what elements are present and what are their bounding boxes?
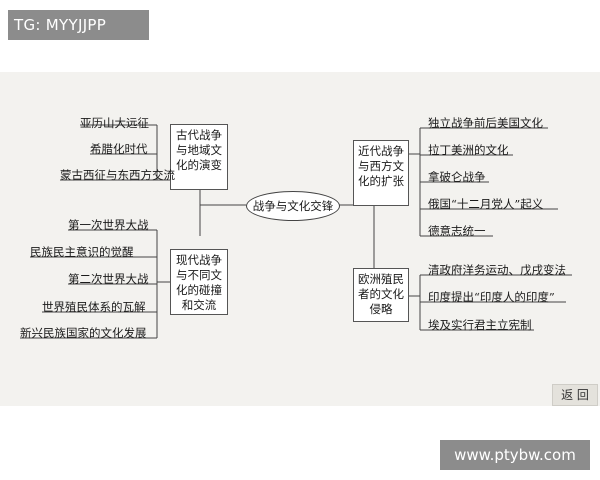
central-topic: 战争与文化交锋: [246, 191, 340, 221]
leaf-india-for-indians: 印度提出“印度人的印度”: [428, 290, 555, 304]
mind-map: 古代战争与地域文化的演变 亚历山大远征 希腊化时代 蒙古西征与东西方交流 现代战…: [0, 72, 600, 406]
bottom-watermark: www.ptybw.com: [440, 440, 590, 470]
branch-colonial-aggression: 欧洲殖民者的文化侵略: [353, 268, 409, 322]
top-watermark: TG: MYYJJPP: [8, 10, 149, 40]
leaf-new-nations-culture: 新兴民族国家的文化发展: [20, 326, 147, 340]
leaf-napoleonic-wars: 拿破仑战争: [428, 170, 486, 184]
leaf-ww1: 第一次世界大战: [68, 218, 149, 232]
branch-modern-wars: 现代战争与不同文化的碰撞和交流: [170, 249, 228, 315]
leaf-egypt-constitutional: 埃及实行君主立宪制: [428, 318, 532, 332]
leaf-decembrist-revolt: 俄国“十二月党人”起义: [428, 197, 544, 211]
branch-ancient-wars: 古代战争与地域文化的演变: [170, 124, 228, 190]
leaf-american-culture: 独立战争前后美国文化: [428, 116, 543, 130]
leaf-colonial-collapse: 世界殖民体系的瓦解: [42, 300, 146, 314]
leaf-qing-reforms: 清政府洋务运动、戊戌变法: [428, 263, 566, 277]
connector-lines: [20, 124, 572, 339]
leaf-hellenistic-age: 希腊化时代: [90, 142, 148, 156]
leaf-german-unification: 德意志统一: [428, 224, 486, 238]
leaf-ww2: 第二次世界大战: [68, 272, 149, 286]
leaf-mongol-west-campaign: 蒙古西征与东西方交流: [60, 168, 175, 182]
branch-early-modern-wars: 近代战争与西方文化的扩张: [353, 140, 409, 206]
leaf-national-awakening: 民族民主意识的觉醒: [30, 245, 134, 259]
leaf-alexander-expedition: 亚历山大远征: [80, 116, 149, 130]
back-button[interactable]: 返 回: [552, 384, 598, 406]
leaf-latin-american-culture: 拉丁美洲的文化: [428, 143, 509, 157]
